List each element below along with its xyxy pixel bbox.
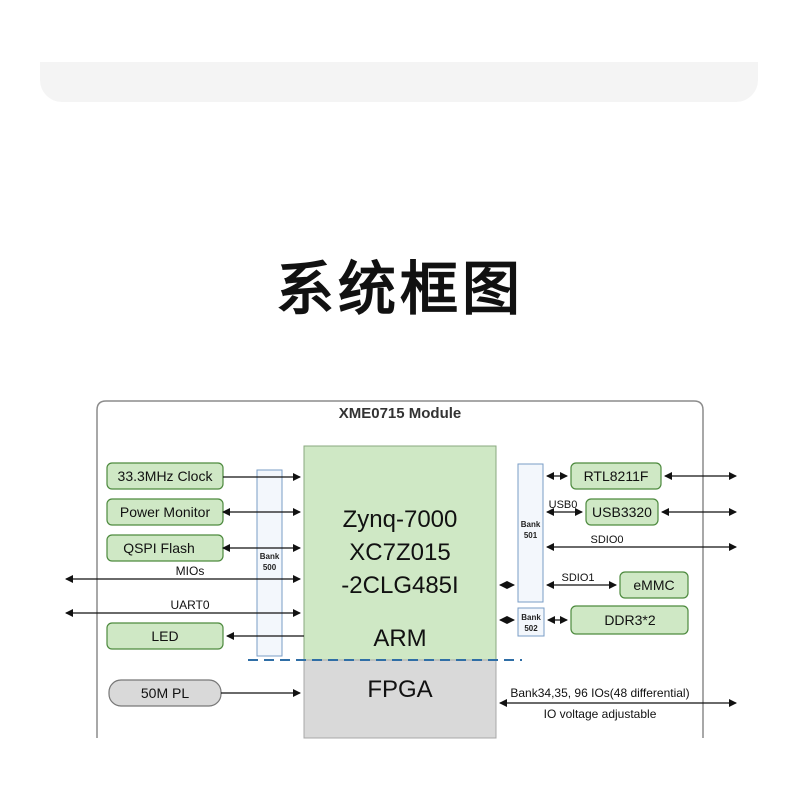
fpga-region: [303, 659, 497, 739]
io-voltage-label: IO voltage adjustable: [544, 707, 657, 721]
clock-block: [106, 462, 224, 490]
power-monitor-label: Power Monitor: [120, 504, 211, 520]
sdio1-label: SDIO1: [561, 572, 594, 584]
bank-500-label: Bank: [260, 552, 280, 561]
bank-502: [517, 607, 545, 637]
ddr3-block: [570, 605, 689, 635]
sdio0-label: SDIO0: [590, 534, 623, 546]
page-heading: 系统框图: [275, 255, 524, 323]
arm-label: ARM: [373, 625, 426, 652]
bank-500-number: 500: [263, 563, 277, 572]
uart0-label: UART0: [170, 598, 209, 612]
chip-family: Zynq-7000: [343, 506, 458, 533]
bank-502-number: 502: [524, 624, 538, 633]
clock-label: 33.3MHz Clock: [118, 468, 214, 484]
led-block: [106, 622, 224, 650]
fpga-label: FPGA: [367, 676, 432, 703]
bank-501-label: Bank: [521, 520, 541, 529]
usb3320-label: USB3320: [592, 504, 652, 520]
bank-io-label: Bank34,35, 96 IOs(48 differential): [510, 686, 689, 700]
bank-501: [517, 463, 544, 603]
bank-501-number: 501: [524, 531, 538, 540]
mios-label: MIOs: [176, 564, 205, 578]
emmc-label: eMMC: [633, 577, 674, 593]
rtl8211f-label: RTL8211F: [584, 468, 649, 484]
usb0-label: USB0: [549, 499, 578, 511]
module-outline: [96, 400, 704, 738]
pl-clock-label: 50M PL: [141, 685, 189, 701]
module-title: XME0715 Module: [339, 405, 462, 422]
chip-grade: -2CLG485I: [341, 572, 458, 599]
chip-part: XC7Z015: [349, 539, 450, 566]
emmc-block: [619, 571, 689, 599]
ddr3-label: DDR3*2: [604, 612, 656, 628]
qspi-flash-label: QSPI Flash: [123, 540, 195, 556]
rtl8211f-block: [570, 462, 662, 490]
bank-500: [256, 469, 283, 657]
led-label: LED: [151, 628, 178, 644]
usb3320-block: [585, 498, 659, 526]
top-banner-bar: [40, 62, 758, 102]
system-block-diagram: XME0715 Module Zynq-7000 XC7Z015 -2CLG48…: [65, 400, 737, 739]
bank-502-label: Bank: [521, 613, 541, 622]
